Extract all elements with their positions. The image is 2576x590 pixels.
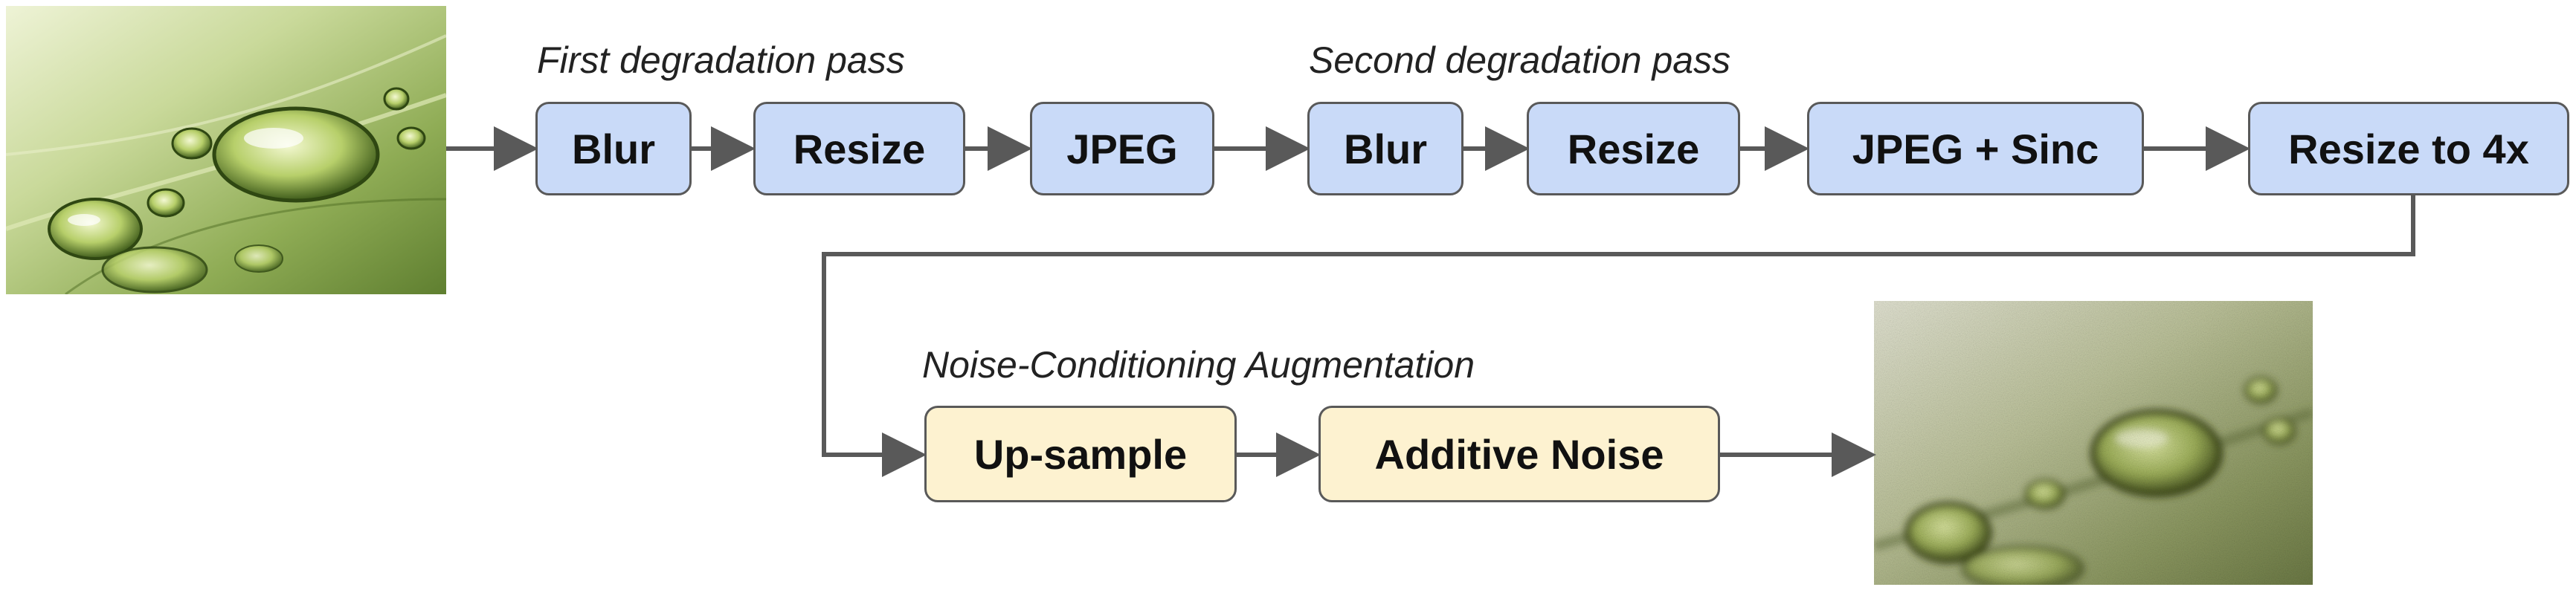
noise-augmentation-label: Noise-Conditioning Augmentation [922,344,1475,386]
resize-box-second: Resize [1527,102,1740,195]
output-image-degraded-droplets [1874,301,2313,585]
additive-noise-box: Additive Noise [1318,406,1720,502]
blur-box-first: Blur [535,102,692,195]
first-pass-label: First degradation pass [537,39,905,81]
resize-to-4x-box: Resize to 4x [2248,102,2569,195]
arrow-resize4x-to-upsample [822,195,2415,477]
input-image-clean-droplets [6,6,446,294]
upsample-box: Up-sample [924,406,1237,502]
jpeg-box-first: JPEG [1030,102,1214,195]
blur-box-second: Blur [1307,102,1464,195]
second-pass-label: Second degradation pass [1309,39,1731,81]
resize-box-first: Resize [753,102,965,195]
jpeg-sinc-box: JPEG + Sinc [1807,102,2144,195]
